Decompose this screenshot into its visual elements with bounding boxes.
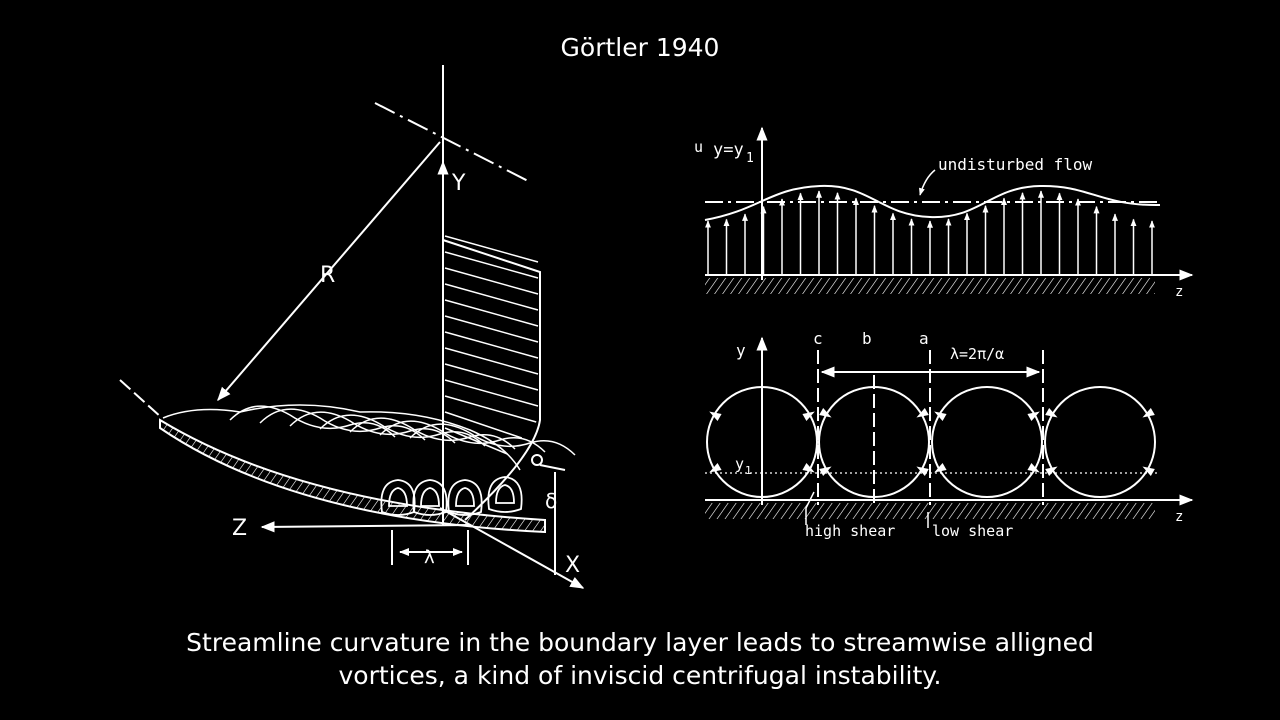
curved-wall-figure bbox=[119, 65, 585, 589]
label-a: a bbox=[919, 329, 929, 348]
slide-caption: Streamline curvature in the boundary lay… bbox=[0, 626, 1280, 692]
label-b: b bbox=[862, 329, 872, 348]
rotation-arrowhead bbox=[1142, 408, 1155, 418]
rotation-arrowhead bbox=[709, 463, 722, 473]
y-label-bottom: y bbox=[736, 341, 746, 360]
high-shear-label: high shear bbox=[805, 522, 895, 540]
vortex-section bbox=[412, 479, 448, 516]
y1-label: y bbox=[735, 455, 744, 473]
profile-arrow bbox=[444, 283, 539, 311]
rotation-arrowhead bbox=[934, 411, 947, 421]
wall-hatch-bottom bbox=[705, 503, 1155, 519]
profile-arrow bbox=[444, 411, 523, 439]
z-label-top: z bbox=[1175, 284, 1183, 300]
y-eq-label: y=y bbox=[713, 140, 744, 160]
radius-label: R bbox=[320, 263, 335, 288]
vortex-section-inner bbox=[388, 487, 408, 507]
vortex-array-figure bbox=[705, 336, 1194, 528]
vortex-tube-line bbox=[349, 417, 516, 450]
wall-hatch-top bbox=[705, 278, 1155, 294]
rotation-arrowhead bbox=[1045, 466, 1058, 476]
vortex-rotation-arrows bbox=[709, 408, 1155, 476]
label-c: c bbox=[813, 329, 823, 348]
y-axis-label: Y bbox=[451, 171, 466, 196]
rotation-arrowhead bbox=[1142, 466, 1155, 476]
z-label-bottom: z bbox=[1175, 509, 1183, 525]
y1-sub: 1 bbox=[745, 464, 752, 477]
streamwise-vortex-tubes bbox=[229, 405, 576, 456]
x-axis-line bbox=[439, 507, 585, 589]
vortex-tube-line bbox=[319, 414, 486, 447]
high-shear-pointer bbox=[805, 491, 815, 525]
curved-plate bbox=[159, 418, 546, 534]
vortex-section bbox=[447, 479, 483, 516]
tangent-line bbox=[374, 102, 531, 183]
rotation-arrowhead bbox=[916, 466, 929, 476]
rotation-arrowhead bbox=[819, 408, 832, 418]
rotation-arrowhead bbox=[1027, 411, 1040, 421]
boundary-layer-envelope bbox=[162, 404, 521, 471]
caption-line-2: vortices, a kind of inviscid centrifugal… bbox=[338, 661, 942, 690]
undisturbed-flow-label: undisturbed flow bbox=[938, 155, 1092, 174]
rotation-arrowhead bbox=[819, 466, 832, 476]
disturbed-profile bbox=[704, 184, 1161, 221]
vortex-section-inner bbox=[455, 487, 475, 507]
profile-arrow bbox=[444, 315, 539, 343]
vortex-1 bbox=[706, 386, 818, 498]
z-axis-line bbox=[260, 521, 471, 533]
vortex-section bbox=[380, 479, 416, 516]
z-axis-label: Z bbox=[232, 516, 247, 541]
low-shear-label: low shear bbox=[932, 522, 1013, 540]
velocity-profile-curve bbox=[442, 239, 541, 521]
vortex-tube-line bbox=[289, 411, 456, 444]
profile-arrow bbox=[444, 363, 539, 391]
rotation-arrowhead bbox=[1027, 463, 1040, 473]
rotation-arrowhead bbox=[802, 411, 815, 421]
slide-title: Görtler 1940 bbox=[560, 33, 720, 62]
vortex-section-inner bbox=[495, 484, 515, 504]
vortex-section-inner bbox=[420, 487, 440, 507]
profile-arrow bbox=[444, 347, 539, 375]
lambda-eq-label: λ=2π/α bbox=[950, 345, 1004, 363]
rotation-arrowhead bbox=[802, 463, 815, 473]
vortex-tube-line bbox=[229, 405, 396, 438]
caption-line-1: Streamline curvature in the boundary lay… bbox=[186, 628, 1094, 657]
undisturbed-pointer bbox=[919, 169, 936, 196]
velocity-arrows bbox=[705, 190, 1155, 275]
vortex-3 bbox=[931, 386, 1043, 498]
vortex-cross-sections bbox=[380, 476, 523, 516]
delta-label: δ bbox=[545, 489, 557, 513]
x-axis-label: X bbox=[565, 553, 580, 578]
vortex-section bbox=[487, 476, 523, 513]
rotation-arrowhead bbox=[916, 408, 929, 418]
profile-arrow bbox=[444, 267, 539, 295]
radius-line bbox=[217, 141, 441, 402]
y-eq-sub: 1 bbox=[746, 151, 754, 166]
vortex-2 bbox=[818, 386, 930, 498]
delta-ref bbox=[539, 464, 566, 471]
vortex-tube-line bbox=[379, 420, 546, 453]
rotation-arrowhead bbox=[1045, 408, 1058, 418]
vortex-4 bbox=[1044, 386, 1156, 498]
lambda-label: λ bbox=[424, 547, 435, 568]
vortex-tube-line bbox=[259, 408, 426, 441]
delta-marker bbox=[531, 454, 543, 466]
profile-arrows bbox=[444, 235, 539, 455]
profile-arrow bbox=[444, 251, 539, 279]
rotation-arrowhead bbox=[709, 411, 722, 421]
vortex-tube-line bbox=[409, 423, 576, 456]
u-label: u bbox=[694, 138, 703, 156]
profile-arrow bbox=[444, 395, 537, 423]
profile-arrow bbox=[444, 379, 539, 407]
profile-arrow bbox=[444, 299, 539, 327]
plate-leading-edge bbox=[119, 379, 163, 419]
profile-arrow bbox=[444, 331, 539, 359]
rotation-arrowhead bbox=[934, 463, 947, 473]
profile-arrow bbox=[444, 235, 539, 263]
